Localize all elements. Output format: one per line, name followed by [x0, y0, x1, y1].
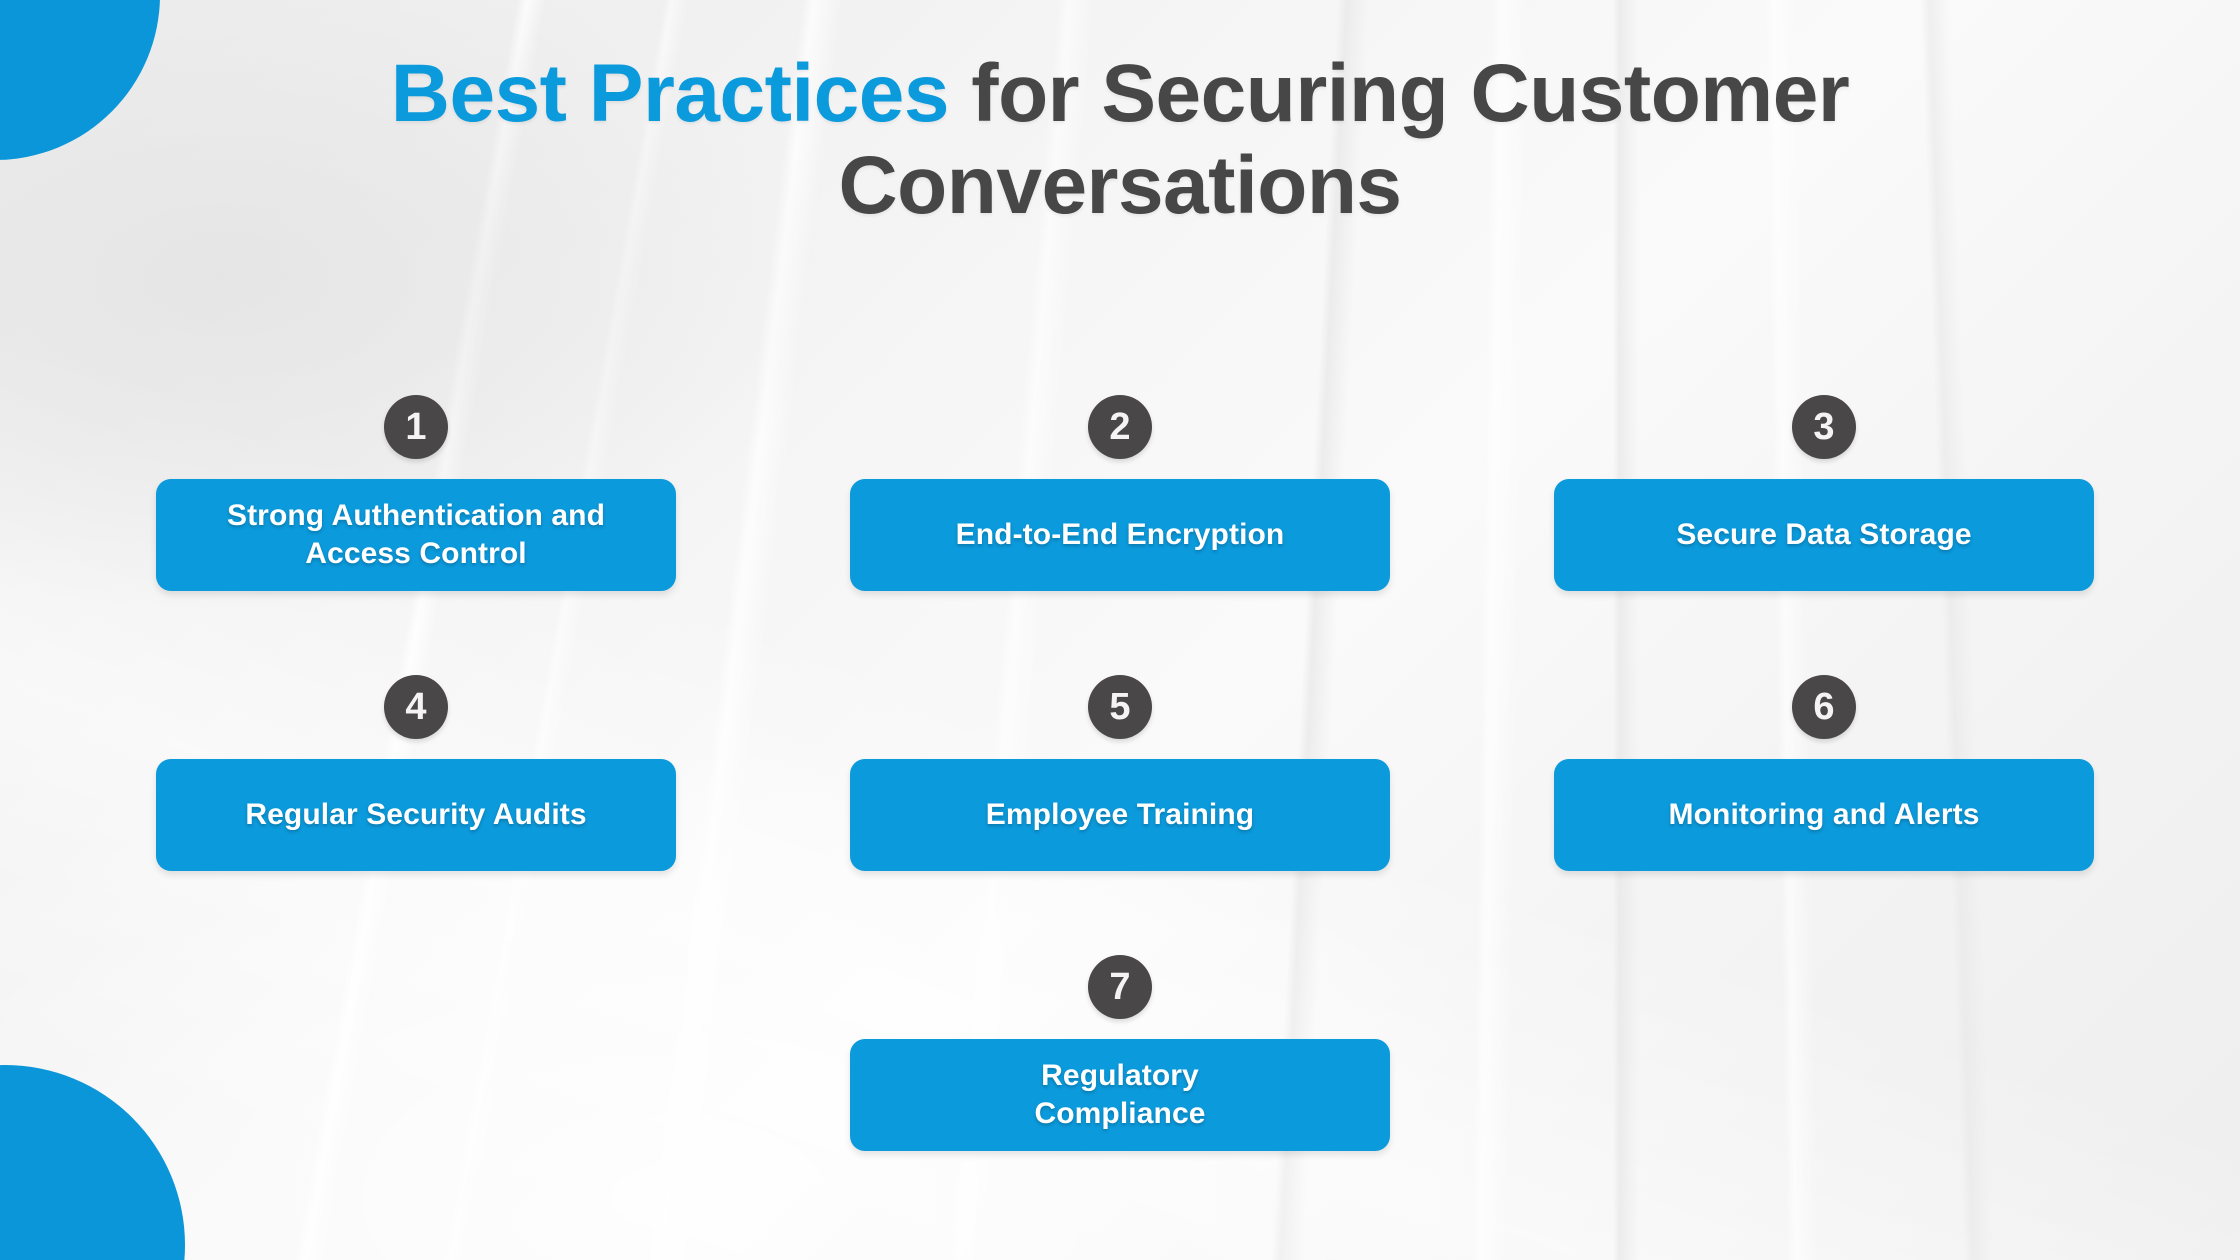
- practice-card-label-1: Strong Authentication and Access Control: [226, 499, 606, 570]
- practice-item-4[interactable]: 4 Regular Security Audits: [64, 675, 768, 871]
- number-badge-3: 3: [1792, 395, 1856, 459]
- practice-card-2[interactable]: End-to-End Encryption: [850, 479, 1390, 591]
- practice-item-3[interactable]: 3 Secure Data Storage: [1472, 395, 2176, 591]
- practice-card-label-2: End-to-End Encryption: [955, 518, 1285, 552]
- page-title: Best Practices for Securing Customer Con…: [0, 48, 2240, 232]
- practice-card-6[interactable]: Monitoring and Alerts: [1554, 759, 2094, 871]
- practices-row-2: 4 Regular Security Audits 5 Employee Tra…: [0, 675, 2240, 871]
- number-badge-5: 5: [1088, 675, 1152, 739]
- practices-row-3: 7 Regulatory Compliance: [0, 955, 2240, 1151]
- practice-card-label-5: Employee Training: [985, 798, 1255, 832]
- practice-item-5[interactable]: 5 Employee Training: [768, 675, 1472, 871]
- practices-row-1: 1 Strong Authentication and Access Contr…: [0, 395, 2240, 591]
- practice-card-4[interactable]: Regular Security Audits: [156, 759, 676, 871]
- practice-card-label-6: Monitoring and Alerts: [1668, 798, 1980, 832]
- number-badge-6: 6: [1792, 675, 1856, 739]
- practice-card-5[interactable]: Employee Training: [850, 759, 1390, 871]
- practice-card-label-7: Regulatory Compliance: [1034, 1059, 1206, 1130]
- practices-board: 1 Strong Authentication and Access Contr…: [0, 395, 2240, 1151]
- practice-card-1[interactable]: Strong Authentication and Access Control: [156, 479, 676, 591]
- practice-item-1[interactable]: 1 Strong Authentication and Access Contr…: [64, 395, 768, 591]
- practice-card-7[interactable]: Regulatory Compliance: [850, 1039, 1390, 1151]
- practice-card-label-4: Regular Security Audits: [245, 798, 587, 832]
- page-title-accent: Best Practices: [390, 48, 950, 139]
- number-badge-1: 1: [384, 395, 448, 459]
- page-title-rest: for Securing Customer Conversations: [838, 48, 1850, 231]
- number-badge-2: 2: [1088, 395, 1152, 459]
- practice-item-2[interactable]: 2 End-to-End Encryption: [768, 395, 1472, 591]
- number-badge-4: 4: [384, 675, 448, 739]
- practice-item-7[interactable]: 7 Regulatory Compliance: [768, 955, 1472, 1151]
- practice-item-6[interactable]: 6 Monitoring and Alerts: [1472, 675, 2176, 871]
- practice-card-label-3: Secure Data Storage: [1676, 518, 1972, 552]
- practice-card-3[interactable]: Secure Data Storage: [1554, 479, 2094, 591]
- number-badge-7: 7: [1088, 955, 1152, 1019]
